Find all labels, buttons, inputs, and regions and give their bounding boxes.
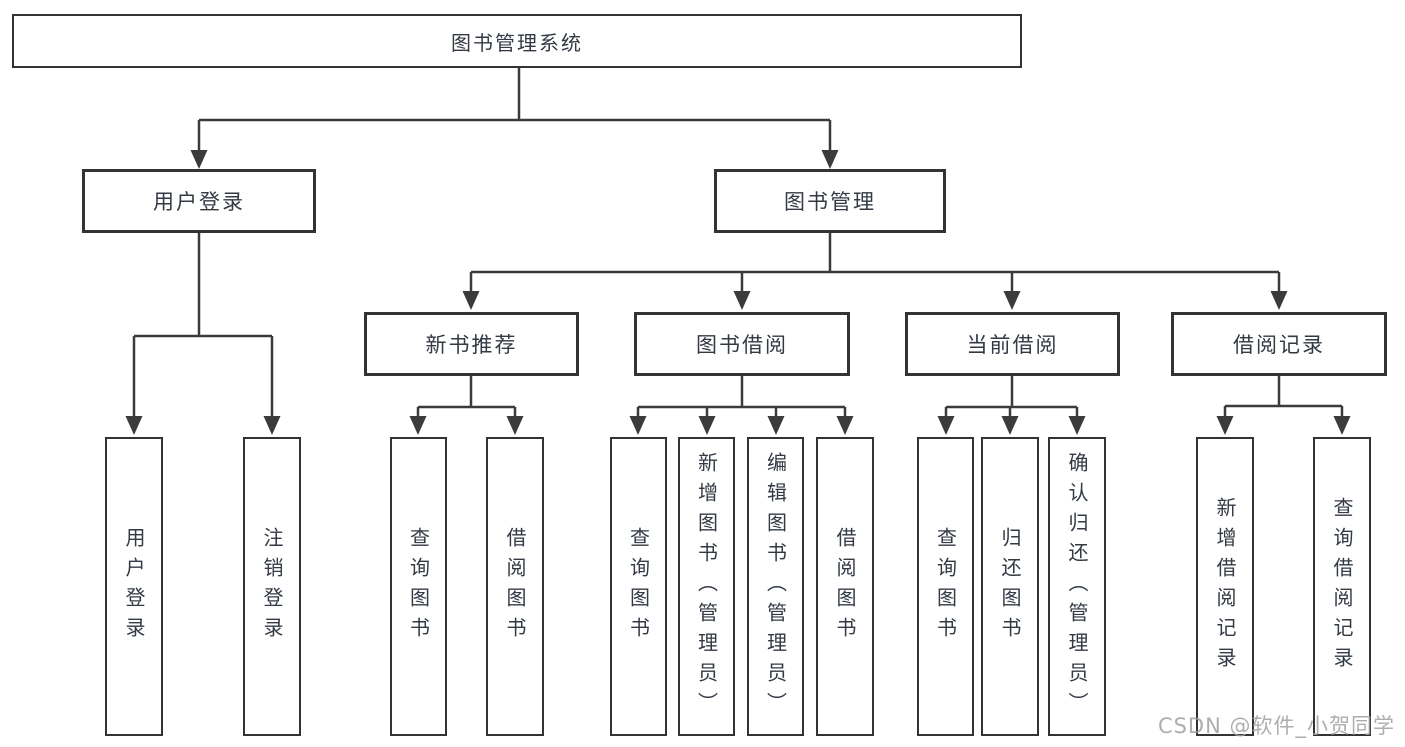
node-book-borrow: 图书借阅 (634, 312, 850, 376)
leaf-user-login-label: 用户登录 (122, 526, 146, 647)
leaf-query-borrow-record-label: 查询借阅记录 (1330, 496, 1354, 677)
watermark: CSDN @软件_小贺同学 (1157, 714, 1395, 738)
leaf-query-books-3: 查询图书 (917, 437, 974, 736)
node-book-borrow-label: 图书借阅 (696, 333, 788, 357)
node-new-book-recommend: 新书推荐 (364, 312, 579, 376)
leaf-logout-label: 注销登录 (260, 526, 284, 647)
node-new-book-recommend-label: 新书推荐 (425, 333, 518, 357)
node-borrow-records-label: 借阅记录 (1233, 333, 1325, 357)
node-book-management: 图书管理 (714, 169, 946, 233)
leaf-edit-book-admin-label: 编辑图书（管理员） (763, 451, 788, 722)
leaf-borrow-books-1-label: 借阅图书 (503, 526, 527, 647)
leaf-query-books-1: 查询图书 (390, 437, 447, 736)
node-user-login-label: 用户登录 (153, 190, 245, 214)
node-root-label: 图书管理系统 (451, 30, 583, 55)
leaf-query-books-2: 查询图书 (610, 437, 667, 736)
leaf-add-book-admin: 新增图书（管理员） (678, 437, 735, 736)
leaf-user-login: 用户登录 (105, 437, 163, 736)
leaf-return-book-label: 归还图书 (998, 526, 1022, 647)
node-user-login: 用户登录 (82, 169, 316, 233)
leaf-borrow-books-1: 借阅图书 (486, 437, 544, 736)
leaf-query-books-2-label: 查询图书 (626, 526, 651, 647)
leaf-logout: 注销登录 (243, 437, 301, 736)
leaf-borrow-books-2-label: 借阅图书 (833, 526, 857, 647)
leaf-confirm-return-admin: 确认归还（管理员） (1048, 437, 1106, 736)
leaf-add-borrow-record-label: 新增借阅记录 (1213, 496, 1237, 677)
node-root: 图书管理系统 (12, 14, 1022, 68)
leaf-query-borrow-record: 查询借阅记录 (1313, 437, 1371, 736)
leaf-borrow-books-2: 借阅图书 (816, 437, 874, 736)
node-current-borrow-label: 当前借阅 (966, 333, 1059, 357)
node-current-borrow: 当前借阅 (905, 312, 1120, 376)
node-borrow-records: 借阅记录 (1171, 312, 1387, 376)
leaf-add-book-admin-label: 新增图书（管理员） (694, 451, 719, 722)
leaf-query-books-1-label: 查询图书 (406, 526, 431, 647)
leaf-confirm-return-admin-label: 确认归还（管理员） (1065, 451, 1089, 722)
leaf-return-book: 归还图书 (981, 437, 1039, 736)
leaf-edit-book-admin: 编辑图书（管理员） (747, 437, 804, 736)
node-book-management-label: 图书管理 (784, 190, 876, 214)
leaf-add-borrow-record: 新增借阅记录 (1196, 437, 1254, 736)
leaf-query-books-3-label: 查询图书 (933, 526, 958, 647)
